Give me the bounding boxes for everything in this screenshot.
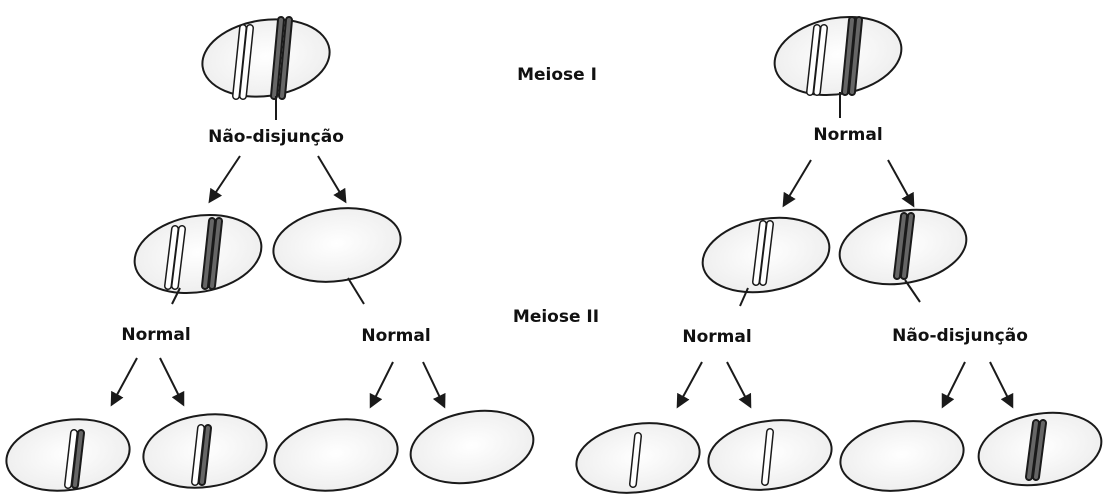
gamete-6 [704, 413, 836, 494]
right-parent-cell [768, 7, 907, 104]
left-branch: Não-disjunção Normal Normal [2, 11, 539, 494]
gamete-4 [405, 402, 539, 492]
left-arrow-2 [318, 156, 345, 201]
right-arrow-1 [784, 160, 811, 205]
left-a-arrow-1 [112, 358, 137, 404]
left-daughter-cell-a [128, 205, 267, 302]
right-b-arrow-2 [990, 362, 1012, 406]
gamete-1 [2, 412, 135, 494]
right-daughter-cell-a [697, 208, 836, 301]
right-branch: Normal Normal Não-disjunção [572, 7, 1106, 494]
right-daughter-b-stem [905, 280, 920, 302]
right-b-arrow-1 [943, 362, 965, 406]
gamete-5 [572, 416, 704, 494]
left-b-arrow-2 [423, 362, 444, 406]
left-division-label: Não-disjunção [208, 127, 344, 147]
right-division-label: Normal [813, 125, 882, 145]
left-parent-cell [197, 11, 334, 104]
right-daughter-cell-b [834, 200, 973, 293]
left-arrow-1 [210, 156, 240, 201]
left-a-label: Normal [121, 325, 190, 345]
gamete-3 [270, 412, 403, 494]
gamete-8 [973, 404, 1106, 494]
left-daughter-cell-b [269, 200, 406, 289]
left-a-arrow-2 [160, 358, 183, 404]
left-b-arrow-1 [371, 362, 393, 406]
left-b-label: Normal [361, 326, 430, 346]
gamete-7 [836, 414, 968, 494]
right-a-arrow-2 [727, 362, 750, 406]
left-daughter-b-stem [348, 278, 364, 304]
meiose-1-label: Meiose I [517, 65, 597, 85]
gamete-2 [139, 407, 272, 494]
right-a-label: Normal [682, 327, 751, 347]
right-a-arrow-1 [678, 362, 702, 406]
right-b-label: Não-disjunção [892, 326, 1028, 346]
right-arrow-2 [888, 160, 913, 205]
meiose-2-label: Meiose II [513, 307, 599, 327]
